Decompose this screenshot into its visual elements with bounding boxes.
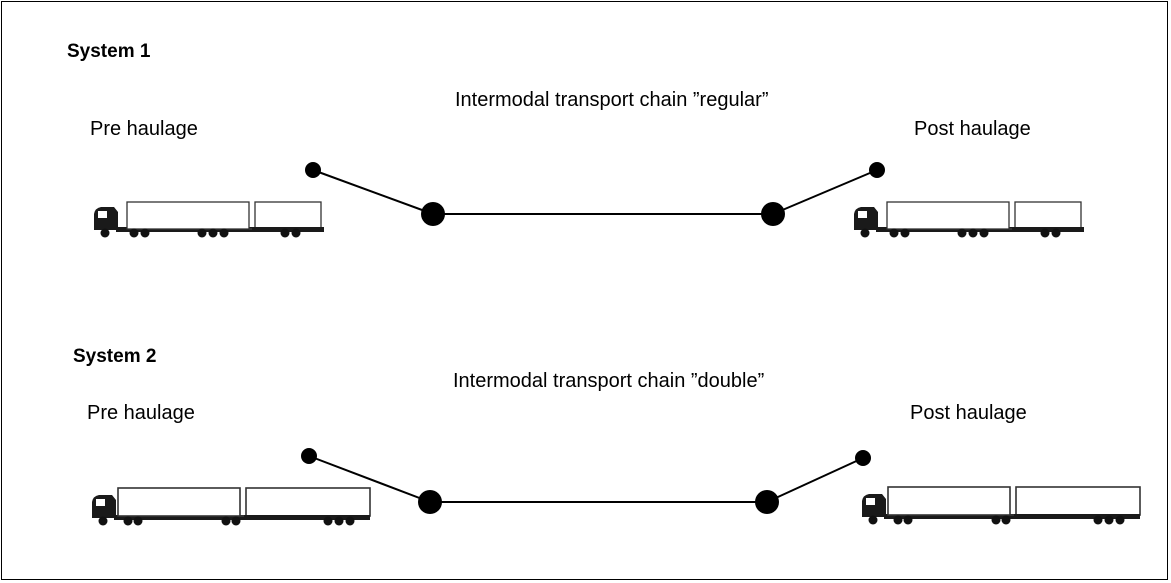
system2-post-link [766,457,864,503]
system1-title: System 1 [67,41,151,62]
system2-pre-link [308,455,431,503]
system2-origin-node [301,448,317,464]
system2-terminal-b-node [755,490,779,514]
system1-post-truck-icon [853,201,1085,239]
system2-destination-node [855,450,871,466]
system1-post-haulage-label: Post haulage [914,118,1031,140]
system2-pre-haulage-label: Pre haulage [87,402,195,424]
system2-post-haulage-label: Post haulage [910,402,1027,424]
system1-pre-truck-icon [93,201,325,239]
system2-chain [308,455,864,503]
system1-chain [312,169,878,215]
system1-chain-label: Intermodal transport chain ”regular” [455,89,769,111]
system1-pre-link [312,169,434,215]
system1-destination-node [869,162,885,178]
system1-post-link [772,169,878,215]
system1-pre-haulage-label: Pre haulage [90,118,198,140]
system2-chain-label: Intermodal transport chain ”double” [453,370,765,392]
system1-terminal-b-node [761,202,785,226]
system2-post-truck-icon [861,486,1141,526]
system2-title: System 2 [73,346,157,367]
system1-origin-node [305,162,321,178]
system2-terminal-a-node [418,490,442,514]
system2-pre-truck-icon [91,487,371,527]
system1-terminal-a-node [421,202,445,226]
